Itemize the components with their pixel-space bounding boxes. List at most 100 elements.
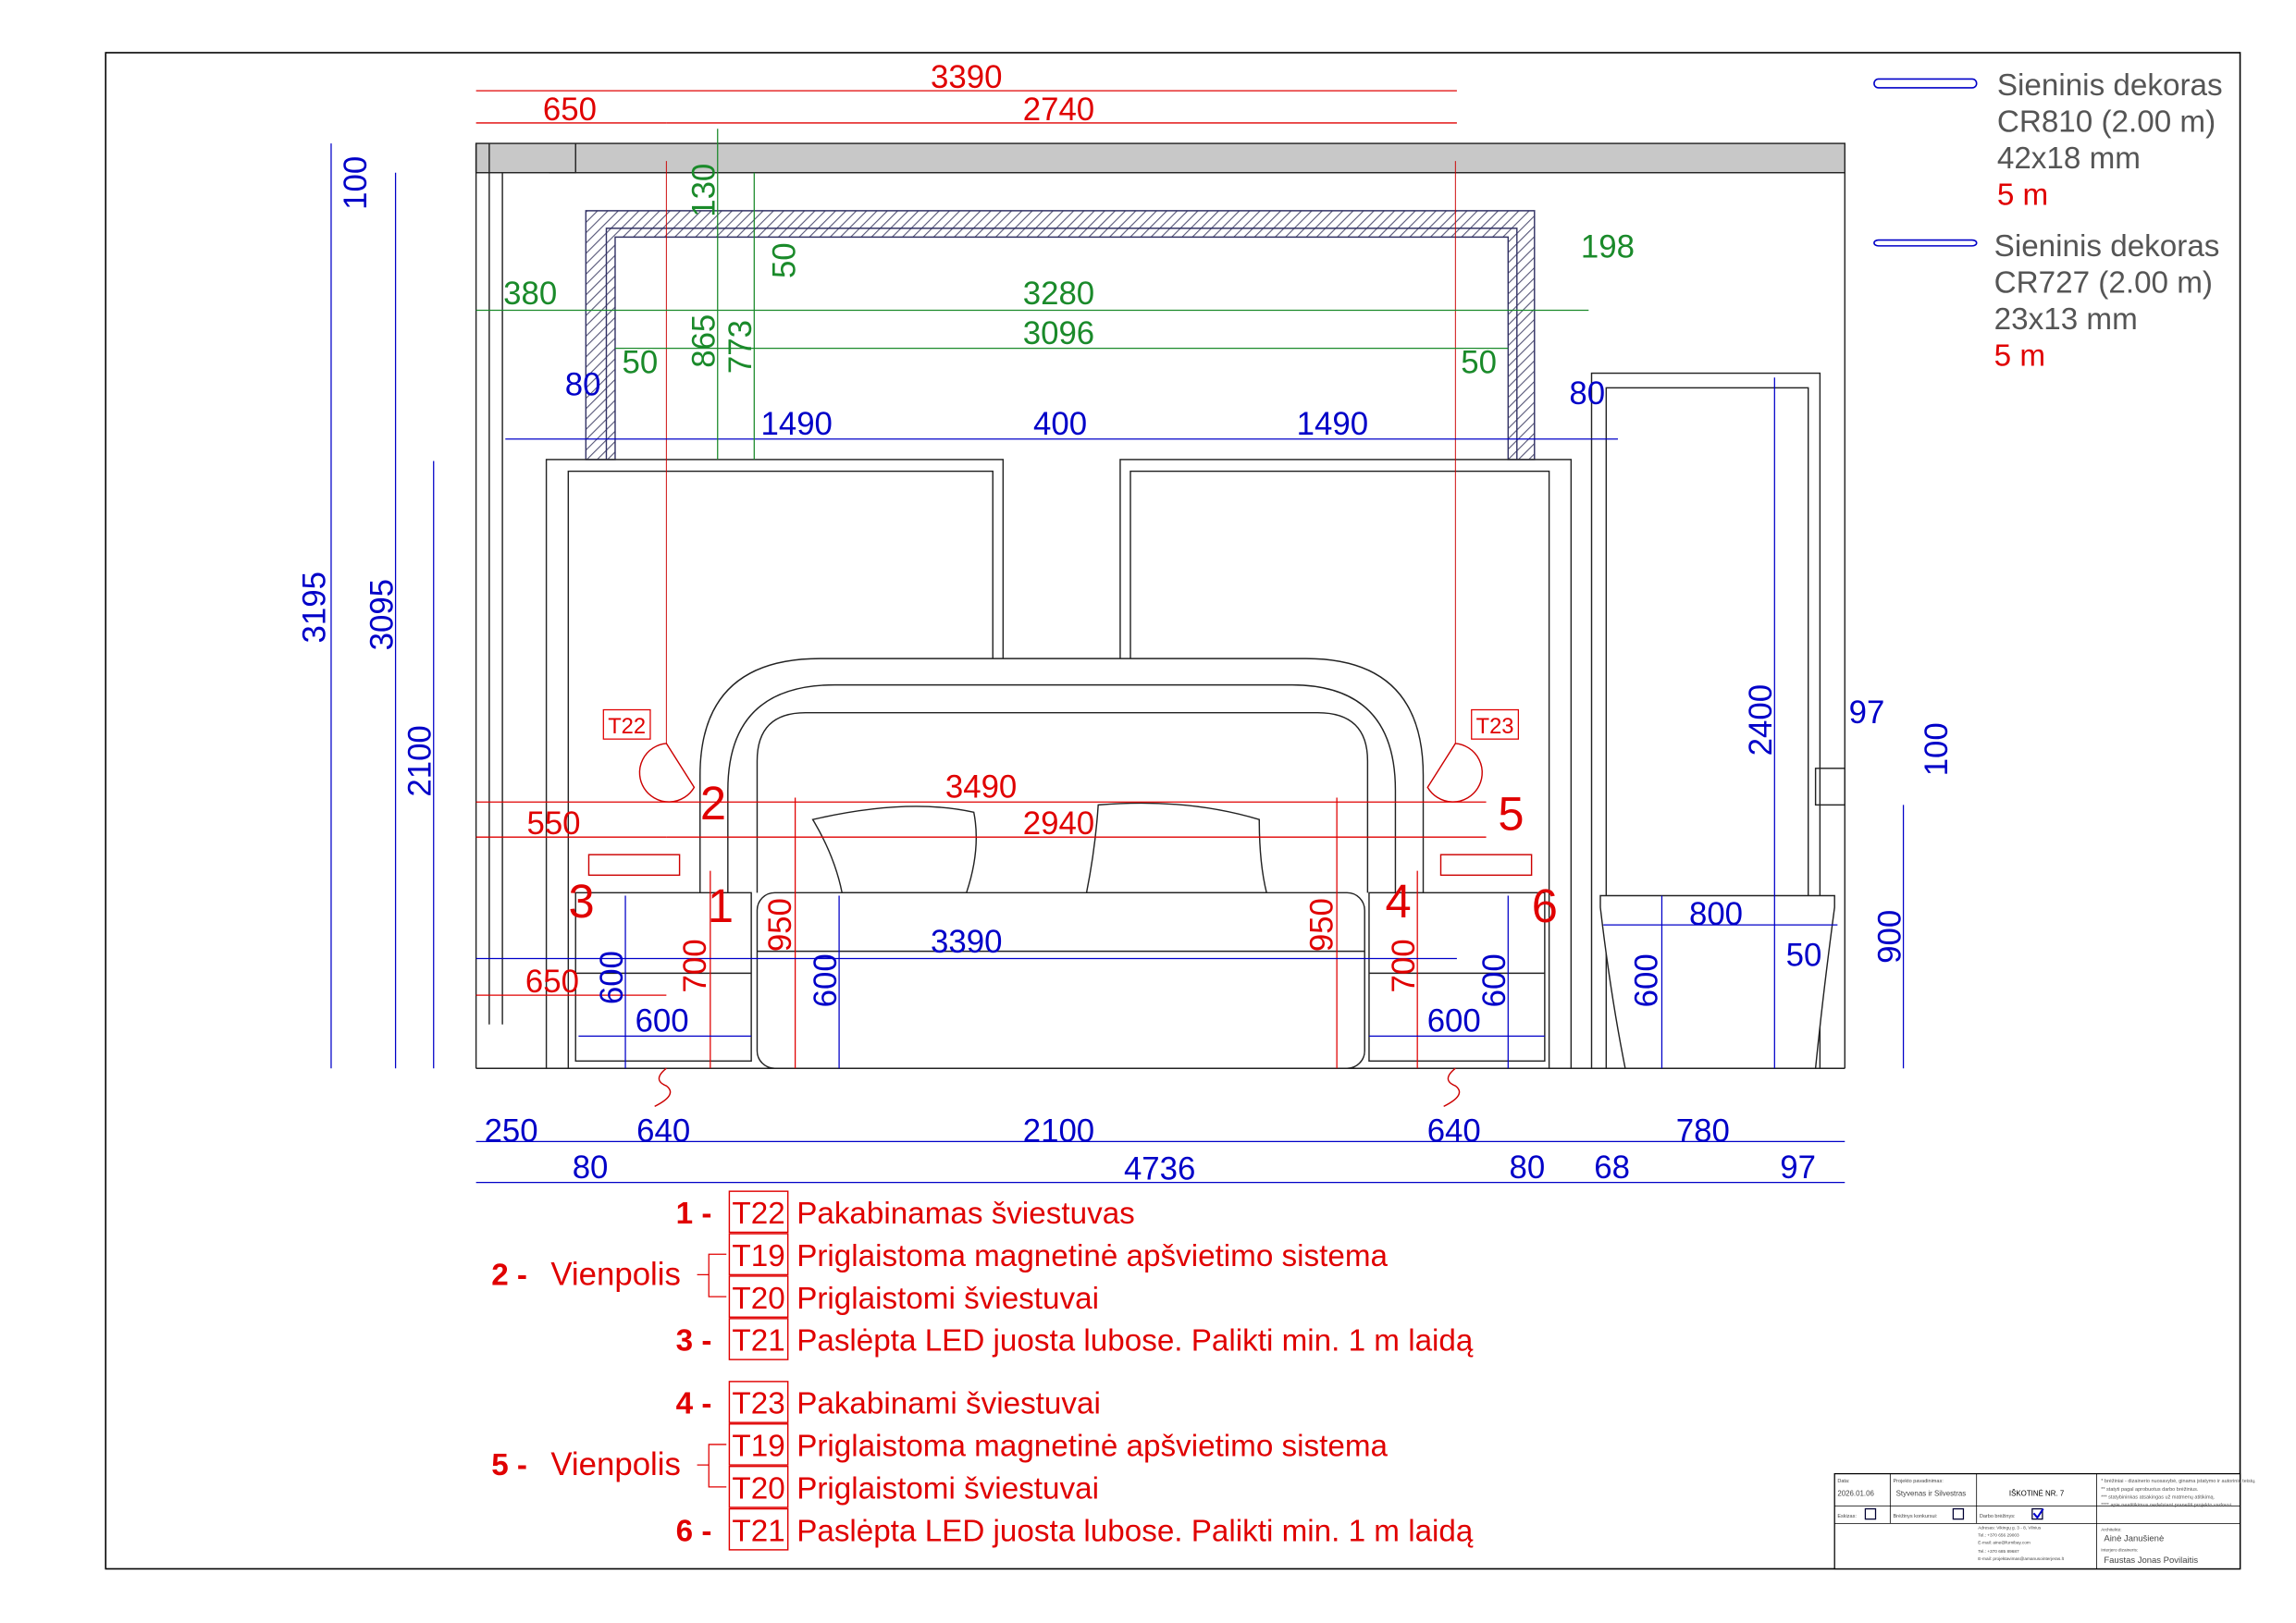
project-name: Styvenas ir Silvestras bbox=[1896, 1489, 1967, 1497]
dimension-blue-w400: 400 bbox=[1033, 406, 1087, 442]
dimension-blue-h100: 100 bbox=[338, 156, 374, 210]
note-text: Paslėpta LED juosta lubose. Palikti min.… bbox=[796, 1514, 1474, 1548]
working-drawing-label: Darbo brėžinys: bbox=[1980, 1514, 2016, 1519]
check-icon bbox=[2032, 1507, 2044, 1519]
pendant-lamp-left bbox=[638, 743, 696, 803]
dimension-blue-w1490_left: 1490 bbox=[760, 406, 832, 442]
note-number: 6 - bbox=[676, 1514, 712, 1548]
dimension-blue-b780: 780 bbox=[1676, 1113, 1730, 1149]
profile-quantity: 5 m bbox=[1997, 178, 2048, 213]
note-number: 5 - bbox=[491, 1448, 527, 1482]
note-group-label: Vienpolis bbox=[550, 1446, 681, 1482]
dimension-blue-w600_left: 600 bbox=[636, 1003, 689, 1039]
dimension-green-h773: 773 bbox=[722, 320, 759, 374]
cable-right bbox=[1443, 1067, 1461, 1108]
dimension-red-top_left: 650 bbox=[543, 92, 597, 128]
note-bracket bbox=[697, 1253, 727, 1297]
dimension-blue-h900: 900 bbox=[1871, 910, 1907, 964]
fixture-tag-box bbox=[602, 708, 651, 740]
disclaimer-line: **** apie neatitikimus nedelsiant praneš… bbox=[2101, 1503, 2233, 1508]
dimension-blue-b68: 68 bbox=[1594, 1150, 1630, 1186]
architect-label: Architektė: bbox=[2101, 1527, 2121, 1532]
note-tag: T22 bbox=[732, 1197, 784, 1231]
note-number: 4 - bbox=[676, 1387, 712, 1421]
nightstand-right bbox=[1368, 891, 1546, 1063]
profile-name: Sieninis dekoras bbox=[1994, 229, 2220, 264]
dimension-blue-b97: 97 bbox=[1780, 1150, 1816, 1186]
profile-size: 23x13 mm bbox=[1994, 302, 2138, 337]
note-tag: T19 bbox=[732, 1239, 784, 1273]
note-tag-box bbox=[728, 1423, 789, 1466]
note-tag-box bbox=[728, 1465, 789, 1508]
disclaimer-line: ** statyti pagal aprobuotus darbo brėžin… bbox=[2101, 1487, 2199, 1493]
dimension-green-h130: 130 bbox=[686, 164, 722, 217]
dimension-blue-h3095: 3095 bbox=[364, 579, 400, 650]
note-tag-box bbox=[728, 1381, 789, 1423]
disclaimer-line: * brėžiniai - dizainerio nuosavybė, gina… bbox=[2101, 1479, 2256, 1484]
email-2: E-mail: projektavimas@amanusointerjeras.… bbox=[1978, 1556, 2064, 1562]
note-tag: T23 bbox=[732, 1387, 784, 1421]
dimension-red-low_left: 650 bbox=[525, 964, 579, 1000]
dimension-blue-h2100: 2100 bbox=[402, 725, 438, 796]
socket-block-left bbox=[587, 854, 681, 877]
dimension-lines bbox=[330, 90, 1905, 1184]
bed-headboard bbox=[699, 658, 1425, 893]
competition-checkbox[interactable] bbox=[1952, 1507, 1965, 1520]
dimension-green-h865: 865 bbox=[686, 314, 722, 368]
ceiling-frame-inner bbox=[605, 227, 1518, 460]
sheet-title: IŠKOTINĖ NR. 7 bbox=[2009, 1489, 2064, 1497]
dimension-red-h_left_950: 950 bbox=[762, 898, 798, 952]
ceiling-bulkhead bbox=[475, 142, 1845, 174]
dimension-green-w380: 380 bbox=[503, 276, 557, 312]
note-tag-box bbox=[728, 1318, 789, 1360]
dimension-blue-w80_left: 80 bbox=[565, 366, 601, 402]
dimension-blue-w600_right: 600 bbox=[1427, 1003, 1481, 1039]
dimension-red-mid_left: 550 bbox=[526, 805, 580, 842]
note-tag-box bbox=[728, 1233, 789, 1276]
dimension-blue-w80_right: 80 bbox=[1569, 375, 1605, 412]
dimension-red-h_right_950: 950 bbox=[1303, 898, 1339, 952]
dimension-blue-b640_left: 640 bbox=[636, 1113, 690, 1149]
dimension-blue-h600_ns_left: 600 bbox=[594, 951, 630, 1004]
sink-cabinet bbox=[1599, 894, 1835, 1069]
dimension-blue-b4736: 4736 bbox=[1124, 1151, 1195, 1187]
note-tag: T21 bbox=[732, 1514, 784, 1548]
pillow-left bbox=[811, 805, 978, 894]
architect-name: Ainė Janušienė bbox=[2104, 1533, 2164, 1543]
bed-headboard-inner bbox=[727, 683, 1397, 893]
dimension-red-top_right: 2740 bbox=[1023, 92, 1094, 128]
dimension-green-w50_right: 50 bbox=[1461, 345, 1497, 381]
disclaimer-line: *** statybininkas atsakingas už matmenų … bbox=[2101, 1494, 2215, 1500]
profile-quantity: 5 m bbox=[1994, 339, 2045, 374]
profile-code: CR727 (2.00 m) bbox=[1994, 266, 2213, 301]
dimension-red-mid_right: 2940 bbox=[1023, 805, 1094, 842]
wall-shelf bbox=[1814, 768, 1845, 806]
note-tag-box bbox=[728, 1275, 789, 1318]
sketch-label: Eskizas: bbox=[1837, 1514, 1857, 1519]
note-bracket bbox=[697, 1444, 727, 1488]
address: Adresas: Vikingų g. 3 - 8, Vilnius bbox=[1978, 1526, 2042, 1531]
dimension-green-w50_left: 50 bbox=[623, 345, 659, 381]
dimension-blue-w3390: 3390 bbox=[931, 924, 1002, 960]
note-tag: T20 bbox=[732, 1471, 784, 1506]
project-label: Projekto pavadinimas: bbox=[1893, 1479, 1944, 1484]
phone-2: Tel.: +370 685 89687 bbox=[1978, 1549, 2019, 1555]
dimension-blue-w50: 50 bbox=[1786, 937, 1822, 973]
fixture-tag-right: T23 bbox=[1476, 715, 1514, 739]
dimension-green-w3096: 3096 bbox=[1023, 315, 1094, 351]
ceiling-step bbox=[549, 143, 576, 174]
note-text: Priglaistoma magnetinė apšvietimo sistem… bbox=[796, 1430, 1388, 1464]
note-text: Priglaistomi šviestuvai bbox=[796, 1282, 1099, 1316]
nightstand-left bbox=[574, 891, 752, 1063]
date-label: Data: bbox=[1837, 1479, 1850, 1484]
dimension-blue-h600_bed: 600 bbox=[808, 953, 844, 1007]
note-tag: T20 bbox=[732, 1282, 784, 1316]
sketch-checkbox[interactable] bbox=[1864, 1507, 1877, 1520]
bed-base bbox=[756, 891, 1365, 1069]
cable-left bbox=[654, 1067, 672, 1108]
note-tag-box bbox=[728, 1190, 789, 1234]
callout-2: 2 bbox=[700, 777, 726, 830]
